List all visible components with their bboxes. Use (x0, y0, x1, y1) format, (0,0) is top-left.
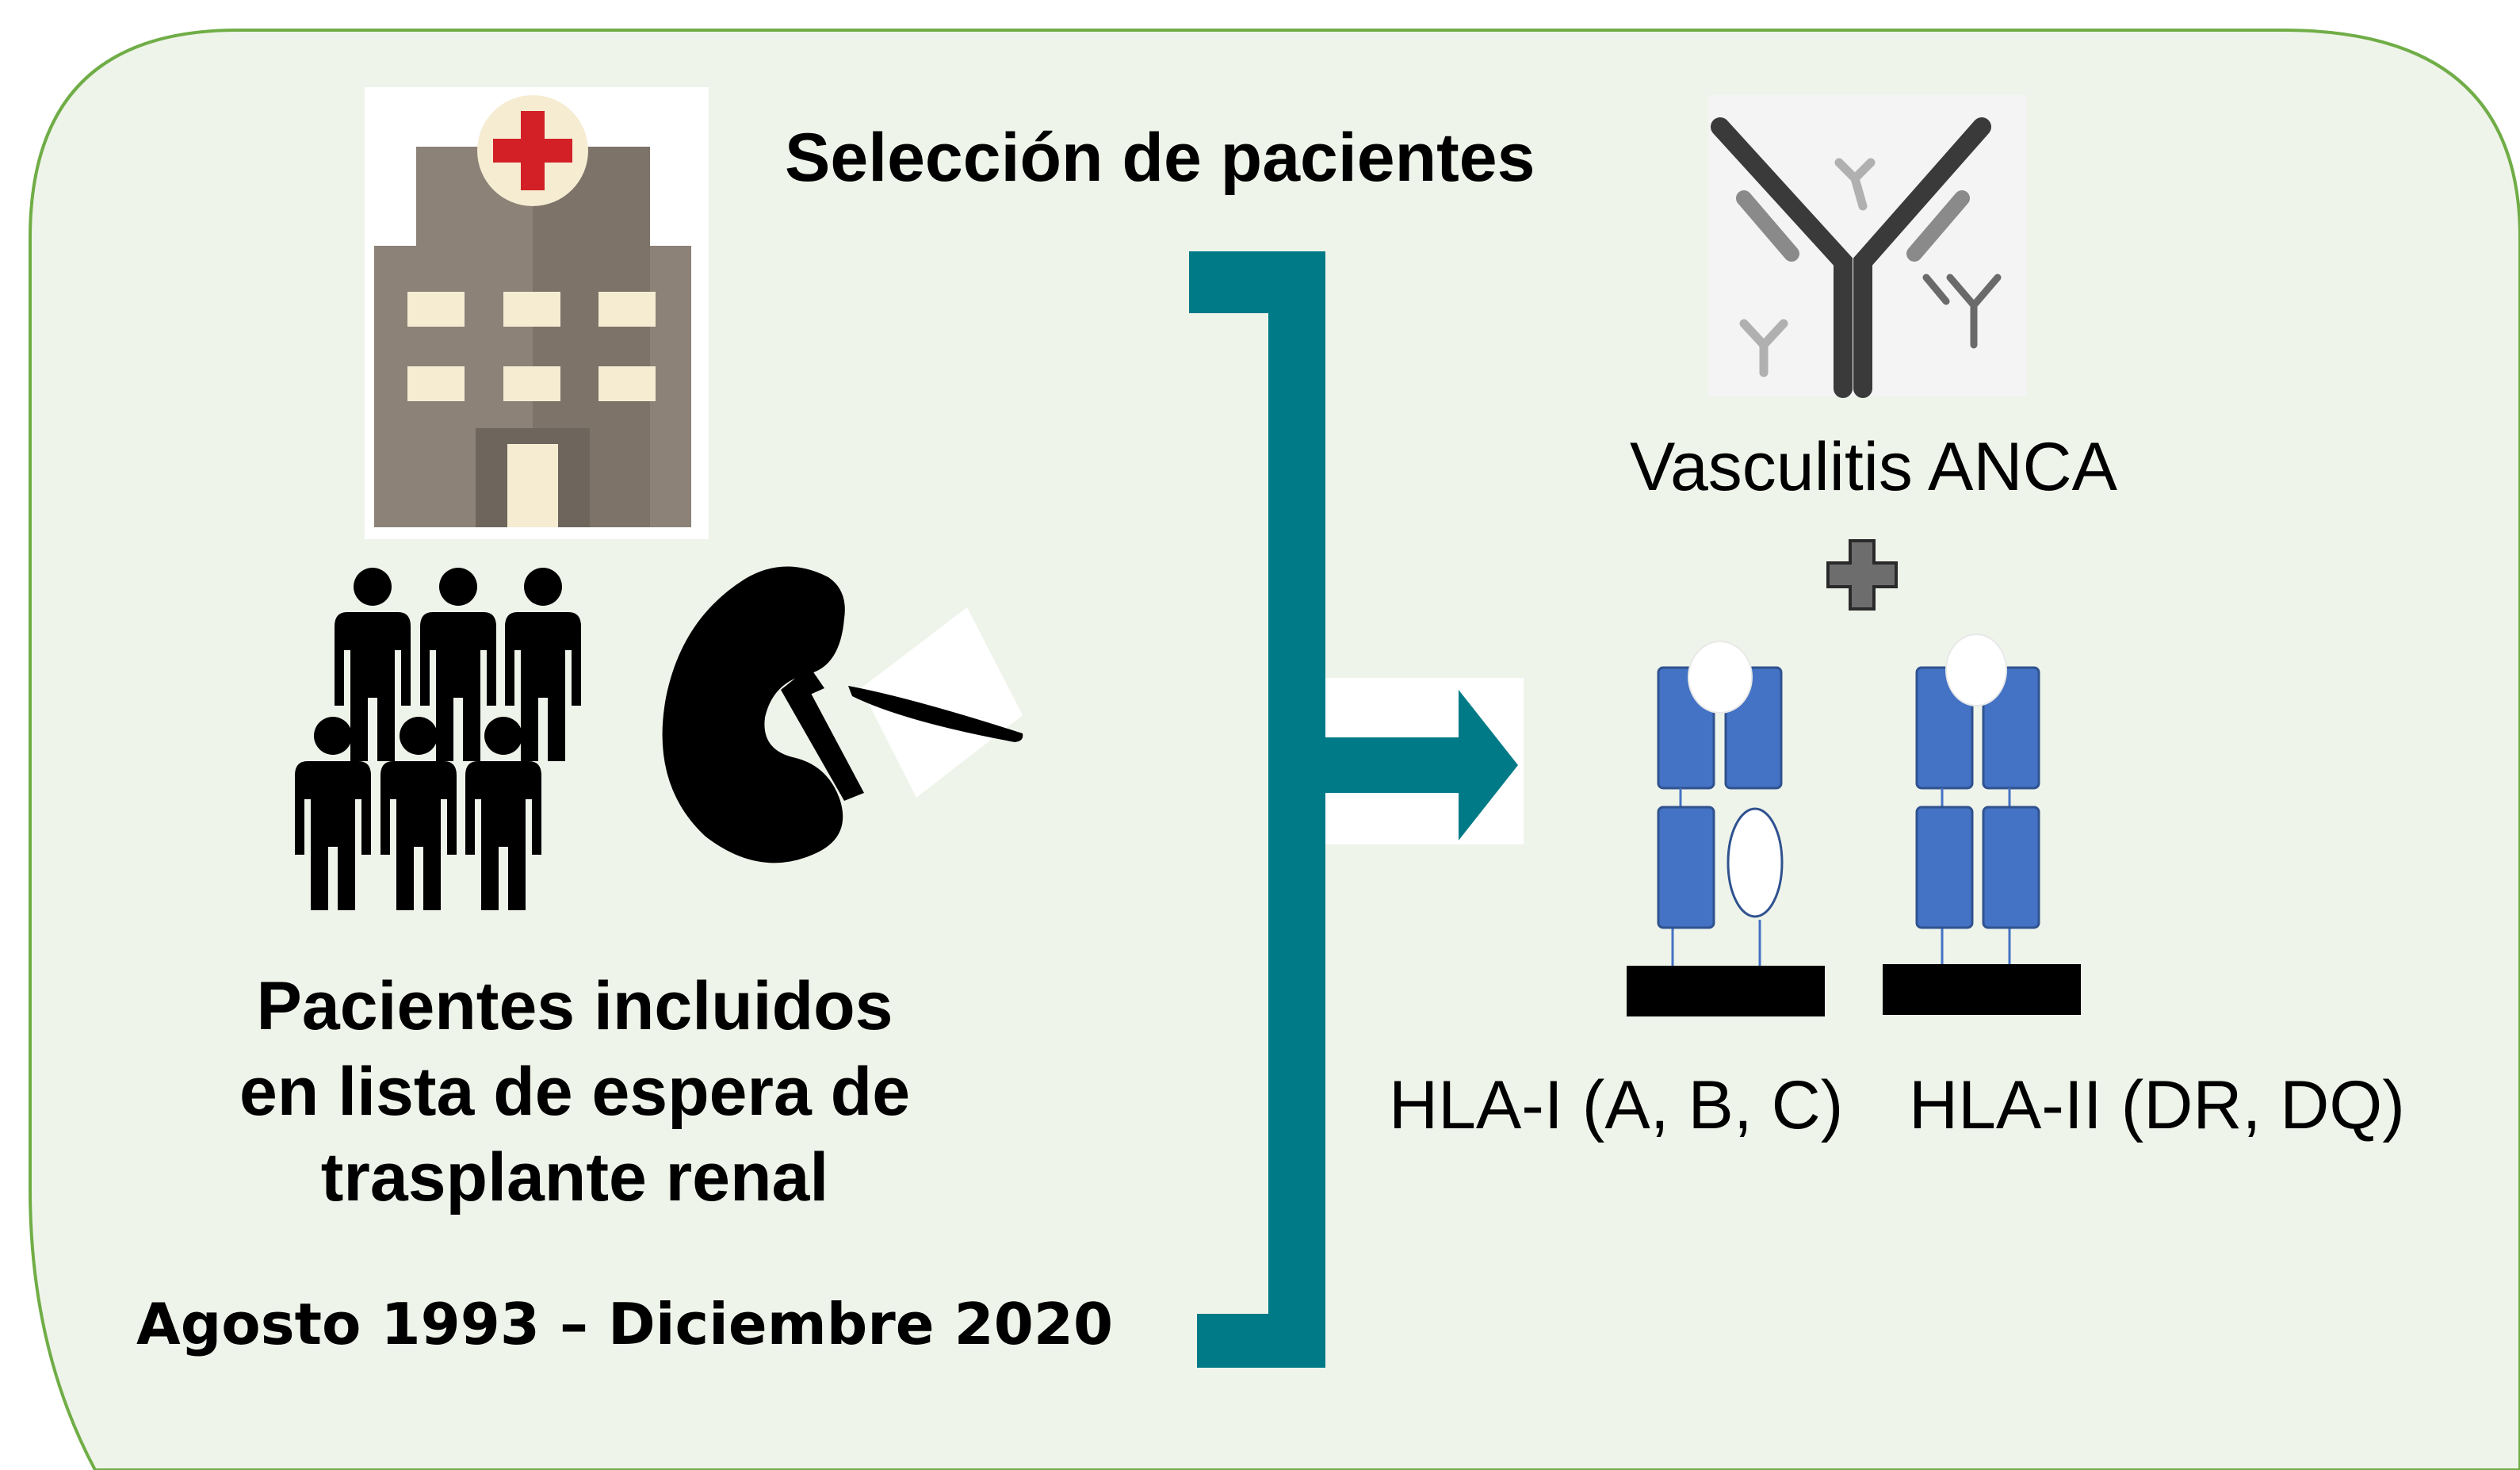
hla-class-ii-label: HLA-II (DR, DQ) (1909, 1067, 2405, 1143)
patients-line-2: en lista de espera de (239, 1054, 911, 1130)
date-range: Agosto 1993 – Diciembre 2020 (136, 1291, 1114, 1357)
hla-class-i-label: HLA-I (A, B, C) (1389, 1067, 1844, 1143)
hospital-icon (365, 87, 709, 539)
patients-line-1: Pacientes incluidos (256, 968, 893, 1044)
kidney-scalpel-icon (662, 566, 1023, 863)
hla-class-i-icon (1627, 641, 1825, 1016)
bracket-arrow-icon (1189, 251, 1524, 1368)
patients-description: Pacientes incluidos en lista de espera d… (190, 963, 959, 1220)
hla-class-ii-icon (1883, 634, 2081, 1015)
people-group-icon (295, 568, 581, 910)
plus-icon (1826, 539, 1898, 611)
antibody-icon (1708, 95, 2027, 398)
patients-line-3: trasplante renal (320, 1139, 829, 1215)
vasculitis-label: Vasculitis ANCA (1630, 429, 2117, 505)
diagram-title: Selección de pacientes (785, 120, 1535, 196)
